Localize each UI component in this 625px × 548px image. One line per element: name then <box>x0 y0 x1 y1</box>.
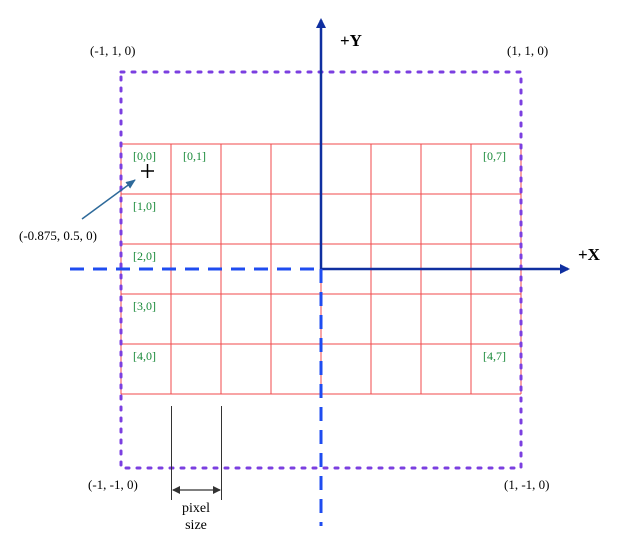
cell-label-0-1: [0,1] <box>183 149 206 163</box>
corner-top-right: (1, 1, 0) <box>507 43 548 58</box>
pixel-size-label-1: pixel <box>182 501 210 516</box>
point-pointer-arrow <box>81 179 136 220</box>
point-label: (-0.875, 0.5, 0) <box>19 228 97 243</box>
corner-top-left: (-1, 1, 0) <box>90 43 136 58</box>
cell-label-0-0: [0,0] <box>133 149 156 163</box>
pixel-size-label-2: size <box>185 518 207 533</box>
x-axis-label: +X <box>578 245 601 264</box>
cell-label-4-0: [4,0] <box>133 349 156 363</box>
pixel-center-marker <box>141 164 154 178</box>
cell-label-1-0: [1,0] <box>133 199 156 213</box>
corner-bottom-left: (-1, -1, 0) <box>88 477 138 492</box>
corner-bottom-right: (1, -1, 0) <box>504 477 550 492</box>
cell-label-4-7: [4,7] <box>483 349 506 363</box>
cell-label-2-0: [2,0] <box>133 249 156 263</box>
cell-label-3-0: [3,0] <box>133 299 156 313</box>
y-axis-label: +Y <box>340 31 362 50</box>
cell-label-0-7: [0,7] <box>483 149 506 163</box>
